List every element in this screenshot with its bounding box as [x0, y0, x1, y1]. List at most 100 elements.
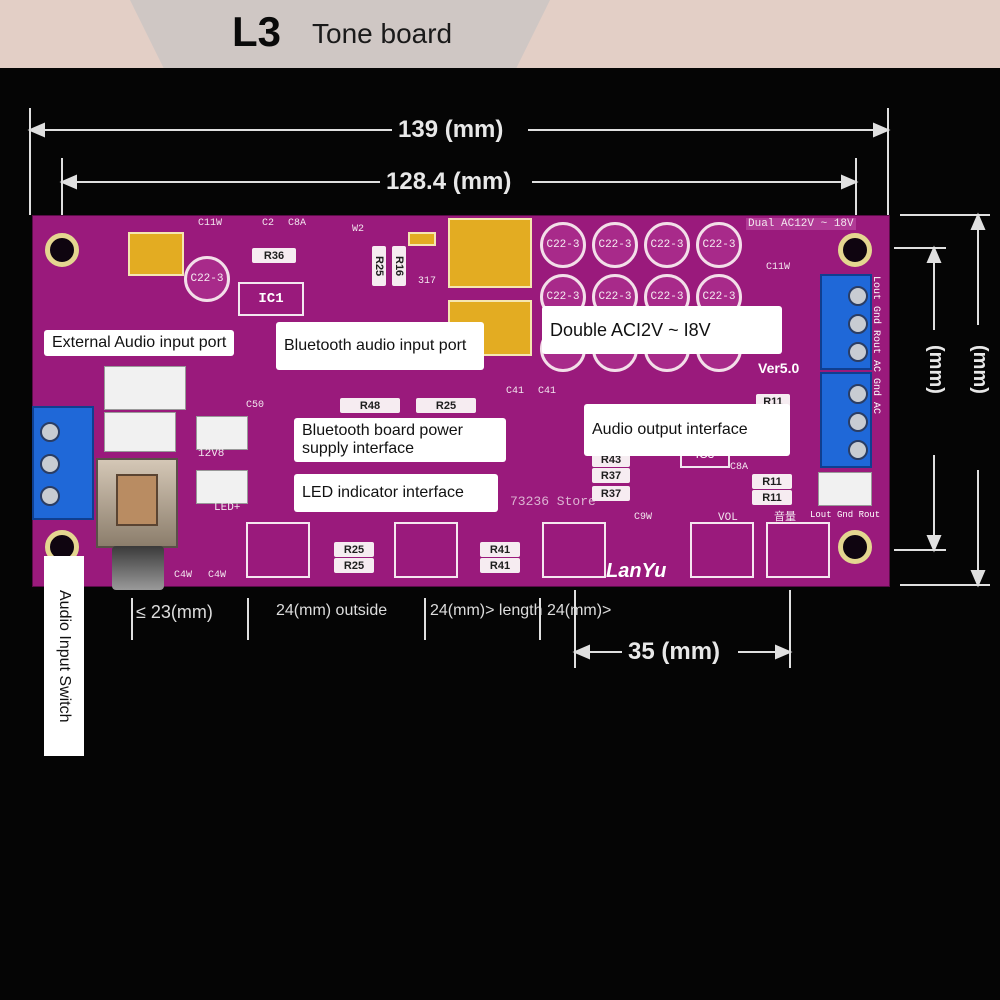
resistor-r25-bottom-a: R25: [334, 542, 374, 557]
resistor-r16: R16: [392, 246, 406, 286]
dimension-pot-spacing: 35 (mm): [628, 638, 721, 665]
input-terminal-block[interactable]: [32, 406, 94, 520]
capacitor-7: C22-3: [644, 274, 690, 320]
capacitor-label: C22-3: [546, 291, 580, 303]
pot-footprint-5: [766, 522, 830, 578]
screw-icon: [848, 412, 868, 432]
ic1-footprint: IC1: [238, 282, 304, 316]
pot-footprint-4: [690, 522, 754, 578]
silk-c2: C2: [262, 218, 275, 229]
led-plus-label: LED+: [214, 502, 241, 514]
capacitor-label: C22-3: [650, 239, 684, 251]
silk-c11w-right: C11W: [766, 262, 791, 273]
capacitor-label: C22-3: [702, 239, 736, 251]
dimension-pot-length: 24(mm)> length 24(mm)>: [430, 602, 612, 619]
capacitor-label: C22-3: [598, 291, 632, 303]
callout-bluetooth-audio: Bluetooth audio input port: [276, 322, 484, 370]
volume-cn-label: 音量: [774, 510, 796, 523]
bluetooth-power-connector[interactable]: [196, 416, 248, 450]
resistor-r48: R48: [340, 398, 400, 413]
capacitor-label: C22-3: [650, 291, 684, 303]
led-connector[interactable]: [196, 470, 248, 504]
switch-shaft: [112, 546, 164, 590]
resistor-r37-b: R37: [592, 486, 630, 501]
silk-c41-b: C41: [538, 386, 557, 397]
screw-icon: [40, 486, 60, 506]
resistor-r25-vertical: R25: [372, 246, 386, 286]
resistor-r37-a: R37: [592, 468, 630, 483]
resistor-r25-bottom-b: R25: [334, 558, 374, 573]
store-watermark: 73236 Store: [510, 494, 596, 509]
power-terminal-block[interactable]: [820, 274, 872, 370]
screw-icon: [40, 422, 60, 442]
silk-317: 317: [418, 276, 437, 287]
capacitor-label: C22-3: [598, 239, 632, 251]
mounting-hole-top-left: [45, 233, 79, 267]
dimension-total-width: 139 (mm): [398, 116, 504, 143]
resistor-r11-b: R11: [752, 490, 792, 505]
vol-label: VOL: [718, 512, 738, 524]
ic1-label: IC1: [258, 291, 284, 307]
screw-icon: [848, 384, 868, 404]
regulator-pad: [128, 232, 184, 276]
io-label-top: Lout Gnd Rout AC Gnd AC: [870, 276, 881, 415]
capacitor-label: C22-3: [702, 291, 736, 303]
heatsink-pad-top: [448, 218, 532, 288]
silk-c4w-b: C4W: [208, 570, 227, 581]
dimension-pot-outside: 24(mm) outside: [276, 602, 388, 619]
audio-output-connector[interactable]: [818, 472, 872, 506]
callout-external-audio: External Audio input port: [44, 330, 235, 356]
io-label-bottom: Lout Gnd Rout: [810, 510, 881, 520]
callout-double-ac: Double ACI2V ~ I8V: [542, 306, 782, 354]
silk-c8a-right: C8A: [730, 462, 749, 473]
bluetooth-audio-connector[interactable]: [104, 412, 176, 452]
switch-lever: [116, 474, 158, 526]
silk-c11w: C11W: [198, 218, 223, 229]
dimension-height-outer: (mm): [969, 345, 991, 394]
resistor-r36: R36: [252, 248, 296, 263]
silk-c4w-a: C4W: [174, 570, 193, 581]
external-audio-connector[interactable]: [104, 366, 186, 410]
capacitor-label: C22-3: [190, 273, 224, 285]
page-title: Tone board: [312, 18, 453, 49]
capacitor-label: C22-3: [546, 239, 580, 251]
resistor-r41-b: R41: [480, 558, 520, 573]
silk-w2: W2: [352, 224, 365, 235]
callout-bluetooth-power: Bluetooth board power supply interface: [294, 418, 506, 462]
resistor-r25: R25: [416, 398, 476, 413]
small-pad: [408, 232, 436, 246]
v12-label: 12V8: [198, 448, 225, 460]
audio-input-switch[interactable]: [96, 458, 178, 548]
capacitor-left: C22-3: [184, 256, 230, 302]
resistor-r11-a: R11: [752, 474, 792, 489]
callout-audio-input-switch: Audio Input Switch: [44, 556, 84, 756]
capacitor-1: C22-3: [540, 222, 586, 268]
version-label: Ver5.0: [758, 360, 800, 376]
silk-c8a: C8A: [288, 218, 307, 229]
screw-icon: [848, 440, 868, 460]
pot-footprint-2: [394, 522, 458, 578]
dimension-hole-spacing: 128.4 (mm): [386, 168, 512, 195]
model-label: L3: [232, 8, 282, 55]
capacitor-4: C22-3: [696, 222, 742, 268]
power-label: Dual AC12V ~ 18V: [746, 218, 856, 230]
mounting-hole-top-right: [838, 233, 872, 267]
brand-label: LanYu: [606, 560, 667, 582]
capacitor-2: C22-3: [592, 222, 638, 268]
capacitor-3: C22-3: [644, 222, 690, 268]
silk-c9w: C9W: [634, 512, 653, 523]
screw-icon: [40, 454, 60, 474]
screw-icon: [848, 314, 868, 334]
screw-icon: [848, 286, 868, 306]
resistor-r41-a: R41: [480, 542, 520, 557]
callout-led: LED indicator interface: [294, 474, 498, 512]
dimension-height-inner: (mm): [925, 345, 947, 394]
dimension-jack-offset: ≤ 23(mm): [136, 602, 213, 622]
header-tab: [130, 0, 550, 68]
callout-audio-output: Audio output interface: [584, 404, 790, 456]
mounting-hole-bottom-right: [838, 530, 872, 564]
output-terminal-block[interactable]: [820, 372, 872, 468]
pot-footprint-3: [542, 522, 606, 578]
silk-c50: C50: [246, 400, 265, 411]
screw-icon: [848, 342, 868, 362]
